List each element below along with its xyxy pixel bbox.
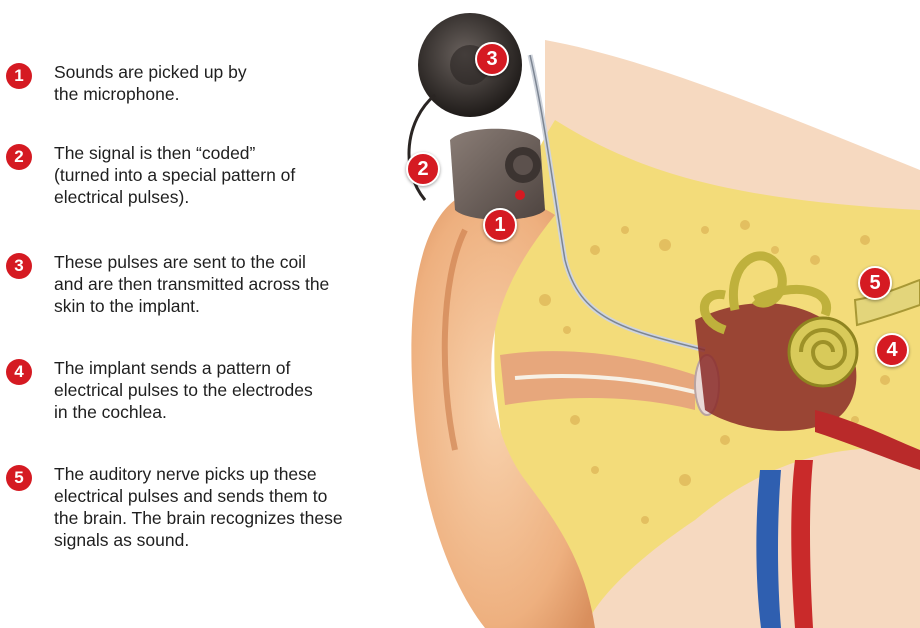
step-number-5: 5 [6,465,32,491]
badge-5: 5 [858,266,892,300]
step-4: 4 The implant sends a pattern of electri… [6,357,404,423]
carotid-artery [791,460,813,628]
step-number-1: 1 [6,63,32,89]
jugular-vein [756,470,781,628]
step-text-1: Sounds are picked up by the microphone. [54,61,404,105]
step-text-4: The implant sends a pattern of electrica… [54,357,404,423]
step-text-2: The signal is then “coded” (turned into … [54,142,404,208]
badge-4: 4 [875,333,909,367]
step-1: 1 Sounds are picked up by the microphone… [6,61,404,105]
badge-1: 1 [483,208,517,242]
ear-illustration: 3 2 1 5 4 [395,0,920,628]
step-text-3: These pulses are sent to the coil and ar… [54,251,404,317]
step-2: 2 The signal is then “coded” (turned int… [6,142,404,208]
processor-button [515,190,525,200]
badge-2: 2 [406,152,440,186]
step-number-2: 2 [6,144,32,170]
cochlea [789,318,857,386]
step-text-5: The auditory nerve picks up these electr… [54,463,404,551]
step-number-3: 3 [6,253,32,279]
step-5: 5 The auditory nerve picks up these elec… [6,463,404,551]
steps-list: 1 Sounds are picked up by the microphone… [0,0,400,628]
badge-3: 3 [475,42,509,76]
ear-cross-section-drawing [395,0,920,628]
step-number-4: 4 [6,359,32,385]
step-3: 3 These pulses are sent to the coil and … [6,251,404,317]
